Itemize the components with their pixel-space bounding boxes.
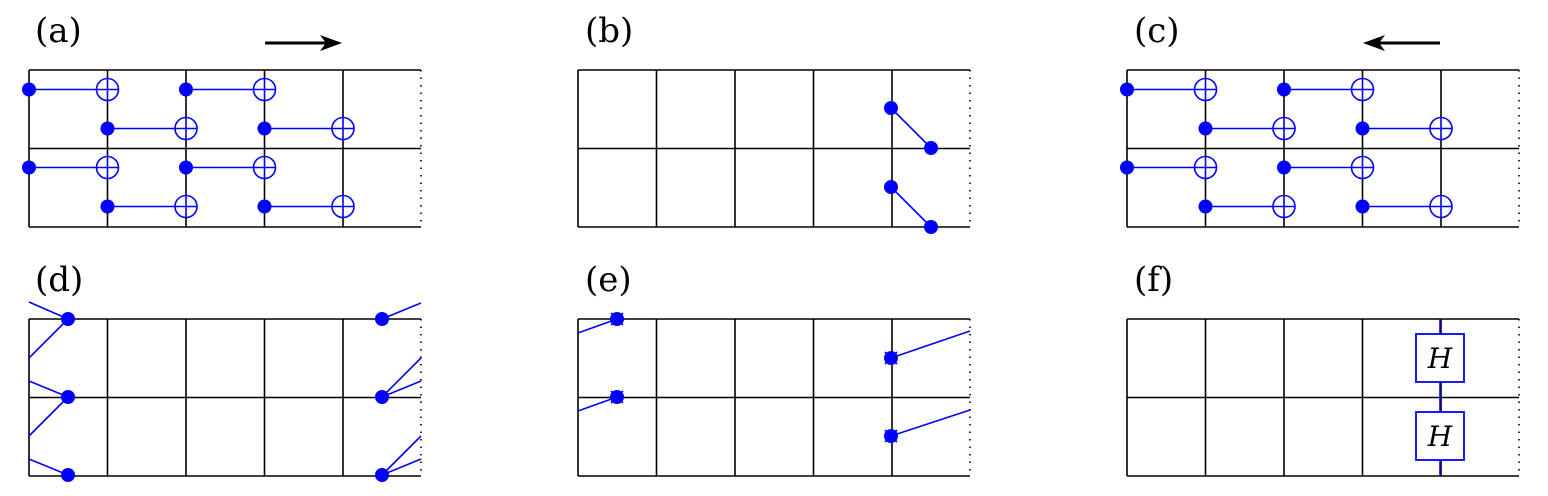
panel-label: (a) (35, 11, 82, 51)
control-dot (1277, 160, 1291, 175)
arrow-right (265, 35, 342, 51)
cnot-target (1193, 77, 1218, 102)
cnot-gate (22, 155, 120, 180)
control-dot (179, 82, 193, 97)
control-dot (257, 199, 272, 214)
cnot-target (252, 77, 277, 102)
cnot-target (1429, 194, 1453, 219)
cnot-gate (1120, 155, 1218, 180)
interaction-wire (381, 380, 422, 398)
control-dot (22, 82, 36, 97)
measured-qubit (577, 390, 624, 412)
cnot-gate (100, 194, 198, 219)
interaction-wire (381, 302, 422, 320)
two-qubit-gate (884, 180, 938, 234)
cnot-target (252, 155, 277, 180)
cnot-target (95, 77, 120, 102)
cnot-gate (179, 77, 277, 102)
control-dot (100, 199, 115, 214)
control-dot (884, 180, 898, 194)
cnot-gate (1120, 77, 1218, 102)
interaction-wire (381, 458, 422, 476)
control-dot (257, 121, 272, 136)
cnot-gate (1198, 194, 1296, 219)
qubit-dot (375, 468, 389, 482)
qubit-dot (61, 468, 75, 482)
cross-mark (610, 390, 624, 404)
interaction-wire (28, 396, 69, 437)
hadamard-gate: H (1415, 333, 1465, 383)
control-dot (924, 220, 938, 234)
control-dot (884, 101, 898, 115)
control-dot (100, 121, 115, 136)
interaction-wire (28, 301, 69, 320)
control-dot (22, 160, 36, 175)
panel-f: (f) H H (1126, 260, 1520, 477)
panel-label: (c) (1134, 11, 1180, 51)
cnot-gate (1198, 116, 1296, 141)
cnot-target (1350, 77, 1375, 102)
panel-d: (d) (28, 260, 422, 482)
panel-b: (b) (577, 11, 971, 234)
cnot-target (1272, 194, 1296, 219)
interaction-wire (28, 380, 69, 398)
control-dot (1198, 199, 1213, 214)
panel-a: (a) (22, 11, 422, 228)
cnot-target (331, 194, 355, 219)
cnot-gate (1277, 77, 1375, 102)
cnot-gate (22, 77, 120, 102)
control-dot (1120, 82, 1134, 97)
cnot-gate (1355, 194, 1453, 219)
control-dot (924, 141, 938, 155)
cnot-target (1429, 116, 1453, 141)
panel-label: (f) (1134, 260, 1173, 300)
cnot-gate (179, 155, 277, 180)
interaction-wire (28, 318, 69, 359)
control-dot (1277, 82, 1291, 97)
control-dot (1355, 199, 1370, 214)
interaction-wire (381, 357, 422, 398)
two-qubit-gate (884, 101, 938, 155)
hadamard-gate: H (1415, 411, 1465, 461)
interaction-wire (381, 435, 422, 476)
cnot-gate (257, 116, 355, 141)
hadamard-box (1415, 333, 1465, 383)
cnot-gate (1355, 116, 1453, 141)
measured-qubit (577, 312, 624, 334)
measured-qubit (884, 409, 971, 443)
cnot-target (1350, 155, 1375, 180)
hadamard-box (1415, 411, 1465, 461)
qubit-dot (375, 312, 389, 326)
panel-c: (c) (1120, 11, 1520, 228)
cnot-target (331, 116, 355, 141)
panel-label: (e) (585, 260, 632, 300)
cnot-gate (100, 116, 198, 141)
cnot-target (1272, 116, 1296, 141)
control-dot (179, 160, 193, 175)
qubit-dot (61, 390, 75, 404)
cnot-gate (1277, 155, 1375, 180)
qubit-dot (61, 312, 75, 326)
interaction-wire (28, 458, 69, 476)
control-dot (1355, 121, 1370, 136)
arrow-left (1363, 35, 1440, 51)
control-dot (1198, 121, 1213, 136)
panel-e: (e) (577, 260, 971, 477)
control-dot (1120, 160, 1134, 175)
cnot-target (174, 116, 198, 141)
qubit-dot (375, 390, 389, 404)
measured-qubit (884, 330, 971, 365)
hadamard-label: H (1427, 420, 1453, 453)
cross-mark (884, 429, 898, 443)
cnot-gate (257, 194, 355, 219)
cross-mark (884, 351, 898, 365)
cnot-target (174, 194, 198, 219)
cnot-target (95, 155, 120, 180)
cross-mark (610, 312, 624, 326)
panel-label: (b) (585, 11, 633, 51)
cnot-target (1193, 155, 1218, 180)
panel-label: (d) (35, 260, 83, 300)
hadamard-label: H (1427, 342, 1453, 375)
